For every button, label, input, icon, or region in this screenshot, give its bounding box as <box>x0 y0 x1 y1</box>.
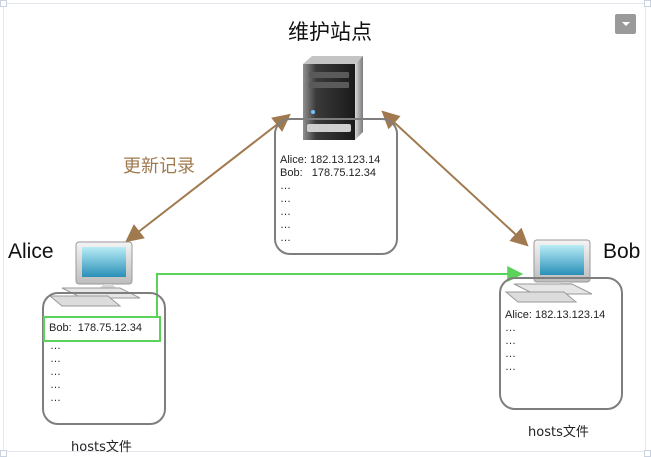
record-line: … <box>280 193 291 205</box>
server-records-box <box>274 118 398 255</box>
image-frame <box>3 3 646 452</box>
bob-label: Bob <box>603 240 641 263</box>
dropdown-menu-icon[interactable] <box>615 14 636 34</box>
record-line: … <box>505 335 516 347</box>
record-line: … <box>50 340 61 352</box>
record-line: … <box>505 361 516 373</box>
server-icon <box>303 56 363 140</box>
record-line: Bob: 178.75.12.34 <box>280 167 377 179</box>
bob-records-list: Alice: 182.13.123.14………… <box>505 309 605 374</box>
record-line: … <box>50 366 61 378</box>
alice-highlighted-record-box <box>43 316 161 342</box>
desktop-computer-icon <box>48 241 141 307</box>
record-line: … <box>280 232 291 244</box>
record-line: Alice: 182.13.123.14 <box>505 309 606 321</box>
resize-handle-top-left[interactable] <box>0 0 7 7</box>
record-line: … <box>50 379 61 391</box>
alice-hosts-box <box>42 292 166 425</box>
bob-hosts-box <box>499 277 623 410</box>
diagram-title: 维护站点 <box>288 20 372 44</box>
record-line: … <box>280 206 291 218</box>
record-line: … <box>505 322 516 334</box>
record-line: … <box>505 348 516 360</box>
bob-hosts-caption: hosts文件 <box>528 425 589 440</box>
alice-label: Alice <box>8 240 54 263</box>
record-line: … <box>50 353 61 365</box>
record-line: … <box>280 219 291 231</box>
record-line: … <box>50 392 61 404</box>
desktop-computer-icon <box>504 239 593 303</box>
record-line: Alice: 182.13.123.14 <box>280 154 381 166</box>
update-records-label: 更新记录 <box>123 156 195 177</box>
record-line: … <box>280 180 291 192</box>
update-arrow-alice <box>125 113 291 243</box>
update-arrow-bob <box>381 110 529 247</box>
alice-records-list: …………… <box>50 340 61 405</box>
alice-hosts-caption: hosts文件 <box>71 440 132 455</box>
lookup-arrow <box>156 266 524 316</box>
alice-highlighted-record: Bob: 178.75.12.34 <box>49 322 142 334</box>
